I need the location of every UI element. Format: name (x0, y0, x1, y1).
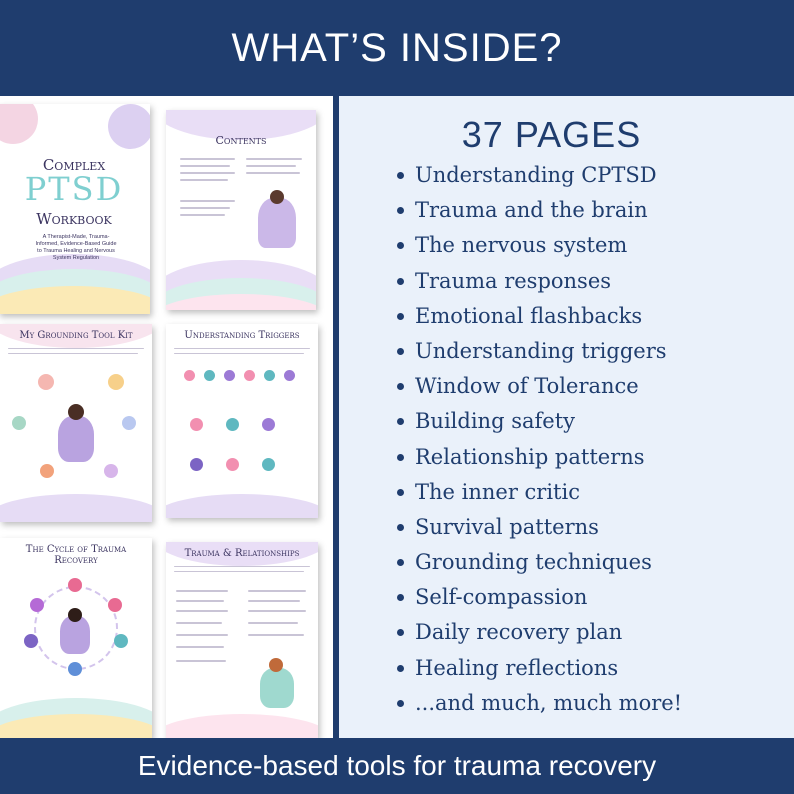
contents-list-item: Self-compassion (397, 580, 682, 615)
contents-list-item: Trauma and the brain (397, 193, 682, 228)
contents-item-label: Window of Tolerance (415, 374, 639, 399)
contents-list-item: Understanding CPTSD (397, 158, 682, 193)
bullet-icon (397, 172, 404, 179)
cover-title-line3: Workbook (36, 210, 112, 228)
contents-item-label: The nervous system (415, 233, 628, 258)
bullet-icon (397, 383, 404, 391)
contents-list-item: Survival patterns (397, 510, 682, 545)
contents-panel: 37 PAGES Understanding CPTSD Trauma and t… (339, 96, 794, 738)
bullet-icon (397, 453, 404, 461)
contents-page-title: Contents (215, 134, 267, 147)
contents-list-item: Emotional flashbacks (397, 299, 682, 334)
bullet-icon (397, 488, 404, 496)
bullet-icon (397, 523, 404, 531)
relationships-page-title: Trauma & Relationships (184, 548, 300, 559)
footer-tagline: Evidence-based tools for trauma recovery (137, 750, 657, 781)
bullet-icon (397, 418, 404, 426)
contents-list-item: ...and much, much more! (397, 686, 683, 721)
cover-title-line2: PTSD (24, 170, 124, 208)
meditation-figure-icon (58, 416, 94, 462)
cover-title-line1: Complex (42, 156, 106, 174)
leaf-decoration-icon (108, 104, 150, 149)
contents-list-item: Window of Tolerance (397, 369, 682, 404)
contents-item-label: Survival patterns (415, 514, 599, 539)
panel-divider (333, 96, 339, 738)
cycle-page-title: The Cycle of Trauma Recovery (25, 544, 127, 566)
bullet-icon (397, 277, 404, 285)
header-title: WHAT’S INSIDE? (231, 25, 563, 70)
contents-item-label: Understanding CPTSD (415, 163, 657, 187)
header-banner: WHAT’S INSIDE? (0, 0, 794, 96)
cycle-preview: The Cycle of Trauma Recovery (0, 538, 152, 738)
triggers-page-title: Understanding Triggers (184, 330, 300, 341)
contents-item-label: Understanding triggers (415, 338, 667, 363)
contents-preview: Contents (166, 110, 316, 310)
contents-list-item: The nervous system (397, 228, 682, 263)
contents-item-label: Emotional flashbacks (415, 303, 643, 328)
footer-banner: Evidence-based tools for trauma recovery (0, 738, 794, 794)
contents-list-item: Trauma responses (397, 264, 682, 299)
contents-list-item: Daily recovery plan (397, 615, 682, 650)
grounding-preview: My Grounding Tool Kit (0, 324, 152, 522)
preview-gallery: Complex PTSD Workbook A Therapist-Made, … (0, 96, 333, 738)
cover-preview: Complex PTSD Workbook A Therapist-Made, … (0, 104, 150, 314)
contents-item-label: Trauma and the brain (415, 198, 648, 223)
contents-item-label: Self-compassion (415, 585, 588, 610)
contents-list-item: Healing reflections (397, 651, 682, 686)
leaf-decoration-icon (0, 104, 38, 144)
bullet-icon (397, 312, 404, 320)
bullet-icon (397, 242, 404, 250)
bullet-icon (397, 594, 404, 602)
grounding-page-title: My Grounding Tool Kit (19, 330, 133, 341)
bullet-icon (397, 347, 404, 355)
figure-illustration-icon (60, 616, 90, 654)
woman-illustration-icon (258, 198, 296, 248)
contents-item-label: Relationship patterns (415, 444, 645, 469)
bullet-icon (397, 207, 404, 215)
cover-subtitle: A Therapist-Made, Trauma-Informed, Evide… (35, 234, 117, 261)
bullet-icon (397, 664, 404, 672)
contents-item-label: Daily recovery plan (415, 620, 623, 645)
triggers-preview: Understanding Triggers (166, 324, 318, 518)
bullet-icon (397, 699, 404, 707)
contents-list-item: Relationship patterns (397, 440, 682, 475)
contents-item-label: Healing reflections (415, 655, 619, 680)
contents-item-label: The inner critic (415, 479, 580, 504)
relationships-preview: Trauma & Relationships (166, 542, 318, 738)
contents-list-item: Building safety (397, 404, 682, 439)
contents-item-label: Building safety (415, 409, 575, 434)
page-count: 37 PAGES (461, 114, 642, 155)
contents-list-item: Grounding techniques (397, 545, 682, 580)
contents-item-label: Trauma responses (415, 268, 612, 293)
bullet-icon (397, 559, 404, 567)
bullet-icon (397, 629, 404, 637)
contents-item-label: Grounding techniques (415, 550, 652, 575)
contents-list-item: The inner critic (397, 475, 682, 510)
contents-list-item: Understanding triggers (397, 334, 682, 369)
woman-illustration-icon (260, 668, 294, 708)
contents-item-label: ...and much, much more! (415, 690, 683, 715)
